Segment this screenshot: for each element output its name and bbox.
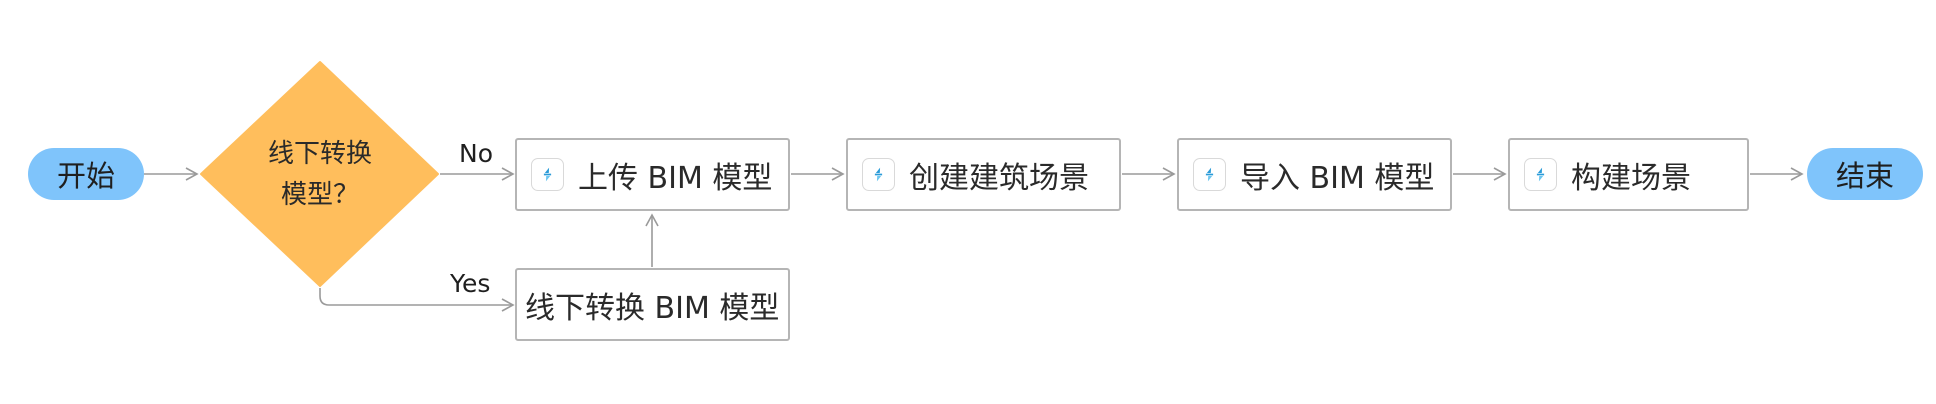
connector-yes-to-offline-convert [319,288,515,312]
step-create-building-scene: 创建建筑场景 [846,138,1121,211]
end-node: 结束 [1807,148,1923,200]
step-import-bim-model: 导入 BIM 模型 [1177,138,1452,211]
decision-label: 线下转换 模型？ [235,134,405,216]
step-offline-convert-label: 线下转换 BIM 模型 [525,290,780,326]
start-label: 开始 [56,159,115,193]
branch-no-label: No [459,139,493,168]
decision-label-line-1: 线下转换 [267,139,372,169]
app-logo-icon [531,158,564,191]
app-logo-icon [1193,158,1226,191]
step-upload-label: 上传 BIM 模型 [578,160,773,196]
branch-yes-label: Yes [450,269,491,298]
step-create-scene-label: 创建建筑场景 [909,160,1089,196]
step-build-scene: 构建场景 [1508,138,1749,211]
decision-diamond [200,61,439,287]
app-logo-icon [1524,158,1557,191]
step-offline-convert-bim-model: 线下转换 BIM 模型 [515,268,790,341]
step-upload-bim-model: 上传 BIM 模型 [515,138,790,211]
step-build-scene-label: 构建场景 [1571,160,1691,196]
start-node: 开始 [28,148,144,200]
decision-label-line-2: 模型？ [280,180,359,210]
step-import-label: 导入 BIM 模型 [1240,160,1435,196]
app-logo-icon [862,158,895,191]
end-label: 结束 [1835,159,1894,193]
